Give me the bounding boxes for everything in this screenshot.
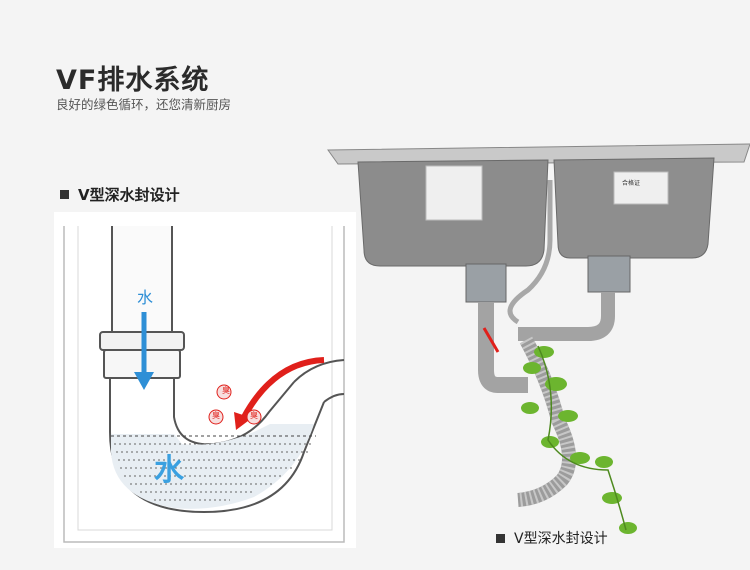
sink-drain-photo — [327, 143, 750, 534]
odor-marker-2: 臭 — [212, 411, 220, 420]
bullet-square-icon — [60, 190, 69, 199]
section-heading-left: V型深水封设计 — [60, 184, 180, 205]
odor-marker-3: 臭 — [250, 411, 258, 420]
odor-marker-1: 臭 — [222, 386, 230, 395]
section-heading-right: V型深水封设计 — [496, 528, 608, 548]
sink-certificate-label: 合格证 — [622, 180, 641, 187]
bullet-square-icon — [496, 533, 505, 543]
trap-water-label: 水 — [154, 453, 184, 488]
v-seal-diagram — [54, 212, 356, 548]
section-heading-text: V型深水封设计 — [78, 186, 180, 204]
page-title: VF排水系统 — [56, 65, 210, 96]
section-caption-text: V型深水封设计 — [514, 531, 608, 547]
pipe-water-label: 水 — [137, 288, 154, 307]
page-subtitle: 良好的绿色循环，还您清新厨房 — [56, 97, 232, 112]
